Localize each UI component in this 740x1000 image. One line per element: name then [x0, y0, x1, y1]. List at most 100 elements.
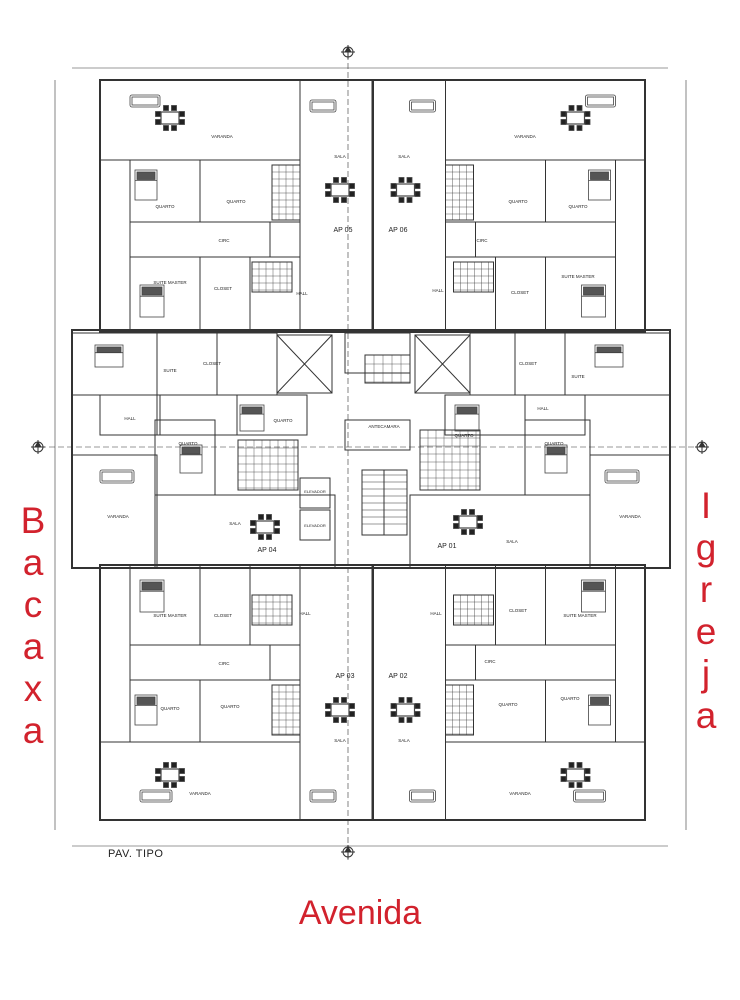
bed — [588, 694, 611, 726]
dining-chair — [414, 191, 421, 197]
sofa — [409, 789, 436, 803]
dining-chair — [341, 197, 347, 203]
suite-master-room — [545, 256, 616, 333]
quarto-room — [524, 419, 591, 496]
dining-chair — [576, 762, 583, 768]
street-right-letter: r — [699, 569, 713, 610]
sala-room — [373, 564, 446, 821]
room-label-suite-master: SUITE MASTER — [153, 613, 187, 618]
sofa-cushion — [411, 791, 434, 801]
dining-chair — [325, 183, 331, 189]
sofa — [409, 99, 436, 113]
dining-chair — [461, 509, 467, 515]
sofa-cushion — [575, 791, 604, 801]
bathroom — [216, 332, 278, 396]
bed — [544, 444, 568, 474]
room-label-sala: SALA — [334, 738, 346, 743]
room-label-suite: SUITE — [571, 374, 584, 379]
room-label-suite: SUITE — [163, 368, 176, 373]
circulation — [156, 394, 238, 436]
sofa — [604, 469, 640, 484]
shaft-cross — [276, 334, 333, 394]
dining-chair — [568, 125, 575, 131]
sofa — [309, 99, 337, 113]
street-left-letter: B — [20, 500, 46, 541]
suite-master-room — [129, 564, 201, 646]
quarto-room — [154, 419, 216, 496]
bed — [134, 694, 158, 726]
core-shaft — [344, 332, 411, 374]
room-label-quarto: QUARTO — [454, 433, 474, 438]
closet-room — [495, 564, 546, 646]
dining-chair — [333, 697, 339, 703]
dining-chair — [414, 711, 421, 717]
north-marker-right-arrow — [698, 441, 706, 448]
dining-chair — [568, 105, 575, 111]
sala-room — [299, 564, 373, 821]
dining-chair — [325, 703, 331, 709]
closet-room — [199, 564, 251, 646]
room-label-suite-master: SUITE MASTER — [563, 613, 597, 618]
quarto-room — [445, 679, 546, 743]
suite-room — [71, 332, 158, 396]
room-label-circ: CIRC — [219, 238, 231, 243]
dining-chair — [179, 776, 185, 782]
dining-table — [255, 520, 275, 534]
dining-chair — [258, 514, 264, 520]
sala-room — [373, 79, 446, 333]
street-left-letter: x — [23, 668, 43, 709]
dining-chair — [398, 697, 405, 703]
bed — [454, 404, 480, 432]
room-label-sala: SALA — [229, 521, 241, 526]
dining-chair — [390, 711, 397, 717]
bed — [588, 169, 611, 201]
quarto-room — [444, 394, 526, 436]
room-label-varanda: VARANDA — [211, 134, 232, 139]
dining-chair — [155, 768, 161, 774]
apartment-label-ap05: AP 05 — [334, 227, 353, 234]
varanda-room — [99, 79, 301, 161]
dining-chair — [406, 717, 413, 723]
dining-table — [565, 111, 586, 125]
sofa — [309, 789, 337, 803]
dining-chair — [333, 717, 339, 723]
bed — [94, 344, 124, 368]
elevator-shaft — [299, 509, 331, 541]
kitchen-tiles — [453, 594, 494, 626]
pillow — [583, 581, 604, 591]
apartment-label-ap03: AP 03 — [336, 673, 355, 680]
dining-chair — [568, 782, 575, 788]
room-label-elevador: ELEVADOR — [304, 489, 326, 494]
dining-chair — [560, 776, 567, 782]
dining-chair — [560, 768, 567, 774]
room-label-closet: CLOSET — [214, 286, 232, 291]
dining-chair — [390, 703, 397, 709]
pillow — [181, 446, 201, 455]
room-label-hall: HALL — [537, 406, 549, 411]
dining-chair — [576, 105, 583, 111]
dining-chair — [325, 191, 331, 197]
dining-chair — [568, 762, 575, 768]
room-label-closet: CLOSET — [203, 361, 221, 366]
dining-chair — [171, 762, 177, 768]
dining-chair — [584, 768, 591, 774]
dining-chair — [576, 125, 583, 131]
pillow — [136, 696, 156, 705]
room-label-quarto: QUARTO — [160, 706, 180, 711]
circulation — [129, 644, 271, 681]
circulation — [475, 644, 616, 681]
antecamara-room — [344, 419, 411, 451]
plan-title: PAV. TIPO — [108, 848, 164, 860]
dining-table — [330, 183, 350, 197]
room-label-hall: HALL — [432, 288, 444, 293]
dining-chair — [398, 717, 405, 723]
room-label-quarto: QUARTO — [508, 199, 528, 204]
pillow — [590, 171, 609, 180]
dining-chair — [560, 119, 567, 125]
north-marker-top-arrow — [344, 46, 352, 53]
apartment-label-ap04: AP 04 — [258, 547, 277, 554]
dining-chair — [266, 534, 272, 540]
dining-chair — [398, 197, 405, 203]
room-label-circ: CIRC — [485, 659, 497, 664]
bed — [594, 344, 624, 368]
